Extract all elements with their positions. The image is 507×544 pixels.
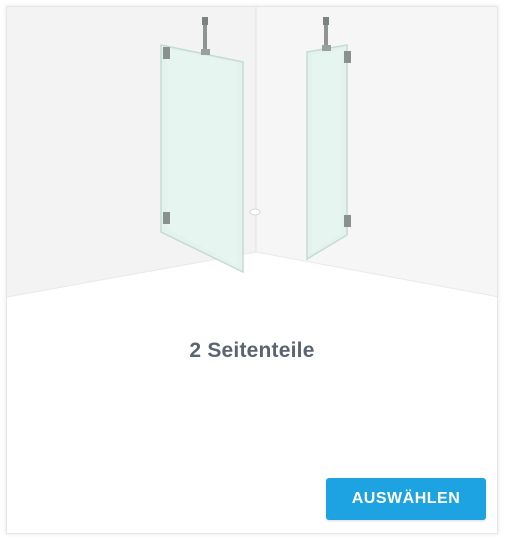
shower-two-side-panels-illustration <box>7 7 497 307</box>
select-button[interactable]: AUSWÄHLEN <box>326 478 486 520</box>
left-glass-panel <box>160 17 244 274</box>
floor <box>7 252 497 307</box>
drain-icon <box>249 208 261 216</box>
right-glass-panel <box>306 17 351 261</box>
product-option-card[interactable]: 2 Seitenteile AUSWÄHLEN <box>6 6 498 534</box>
right-wall <box>256 7 497 297</box>
card-title: 2 Seitenteile <box>189 339 315 362</box>
